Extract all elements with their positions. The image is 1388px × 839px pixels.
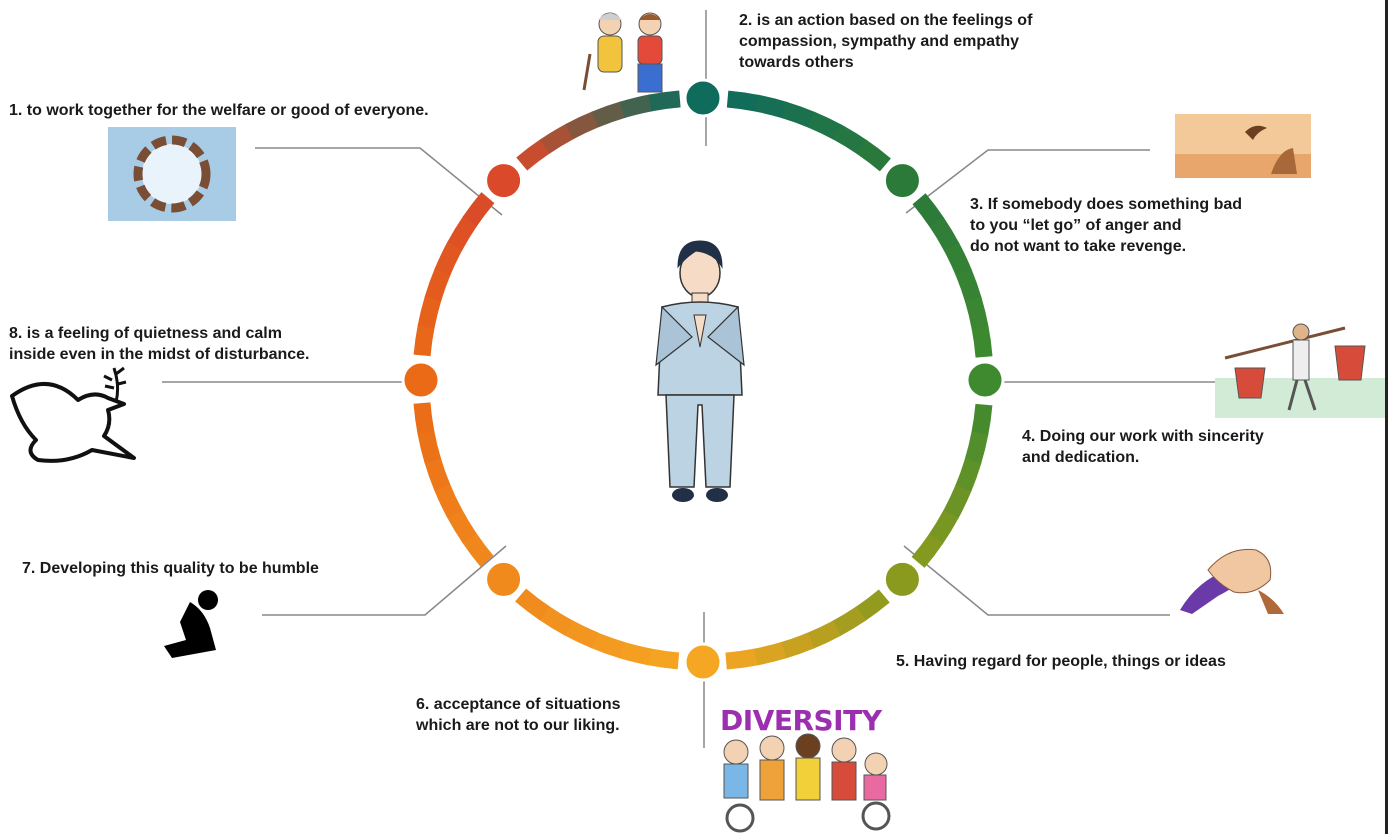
ring-arc-5 [831, 606, 867, 637]
ring-dots [401, 78, 1005, 682]
connector-3 [905, 149, 1150, 214]
ring-arc-6 [590, 632, 625, 659]
ring-dot-6 [683, 642, 723, 682]
ring-arc-3 [912, 193, 945, 228]
ring-arc-3 [955, 268, 982, 304]
ring-arc-6 [538, 605, 574, 636]
ring-arc-3 [943, 242, 972, 277]
ring-arc-2 [726, 90, 760, 112]
ring-arc-8 [434, 240, 463, 276]
ring-arc-1 [619, 94, 654, 119]
ring-arc-6 [563, 620, 599, 649]
ring-arc-7 [446, 508, 477, 544]
label-4: 4. Doing our work with sincerity and ded… [1022, 428, 1264, 466]
ring-arcs [413, 90, 993, 670]
ring-arc-7 [461, 532, 494, 567]
helping-elderly-icon [582, 12, 663, 93]
ring-arc-1 [516, 138, 551, 171]
ring-arc-1 [591, 101, 627, 128]
label-2: 2. is an action based on the feelings of… [739, 12, 1033, 71]
diversity-heading: DIVERSITY [720, 704, 882, 737]
ring-arc-4 [928, 509, 959, 545]
ring-dot-3 [882, 161, 922, 201]
ring-arc-1 [539, 123, 575, 154]
ring-dot-5 [882, 559, 922, 599]
ring-arc-4 [943, 484, 972, 520]
ring-arc-2 [754, 94, 788, 119]
ring-arc-5 [752, 641, 787, 666]
ring-arc-1 [648, 90, 681, 112]
ring-arc-6 [618, 641, 652, 666]
ring-arc-6 [646, 648, 680, 670]
ring-arc-4 [955, 458, 982, 493]
ring-arc-7 [434, 483, 463, 518]
label-1: 1. to work together for the welfare or g… [9, 102, 429, 119]
ring-dot-2 [683, 78, 723, 118]
label-5: 5. Having regard for people, things or i… [896, 653, 1226, 670]
ring-dot-7 [484, 559, 524, 599]
ring-arc-3 [964, 296, 989, 331]
diversity-group-icon [723, 733, 891, 833]
person-greeting-icon [655, 240, 745, 502]
hands-circle-icon [108, 127, 236, 221]
farmer-carrying-icon [1215, 323, 1385, 418]
frame-edge [1385, 0, 1388, 834]
handshake-icon [1178, 540, 1286, 614]
ring-arc-5 [806, 620, 841, 649]
ring-arc-2 [832, 124, 868, 155]
bird-release-icon [1175, 114, 1311, 178]
ring-arc-4 [964, 431, 989, 465]
label-8: 8. is a feeling of quietness and calm in… [9, 325, 310, 363]
peace-dove-icon [10, 366, 136, 463]
connector-1 [255, 147, 503, 216]
ring-arc-2 [856, 139, 891, 172]
ring-arc-5 [855, 589, 890, 622]
ring-arc-8 [413, 323, 435, 357]
ring-arc-8 [424, 267, 451, 302]
ring-dot-4 [965, 360, 1005, 400]
connector-5 [903, 545, 1170, 616]
connector-7 [262, 545, 507, 616]
label-6: 6. acceptance of situations which are no… [416, 696, 621, 734]
ring-arc-5 [725, 648, 758, 670]
ring-arc-3 [971, 325, 993, 358]
ring-arc-5 [779, 632, 815, 659]
ring-arc-2 [807, 111, 843, 140]
ring-arc-4 [971, 403, 993, 437]
label-7: 7. Developing this quality to be humble [22, 560, 319, 577]
ring-arc-6 [515, 588, 550, 621]
ring-arc-2 [781, 101, 816, 128]
ring-arc-4 [911, 533, 944, 568]
ring-arc-3 [929, 216, 960, 252]
ring-arc-1 [565, 111, 600, 140]
ring-arc-8 [417, 295, 442, 329]
ring-arc-8 [462, 192, 495, 227]
ring-dot-8 [401, 360, 441, 400]
ring-arc-7 [417, 429, 442, 464]
kneeling-person-icon [164, 590, 218, 658]
ring-dot-1 [484, 161, 524, 201]
ring-arc-7 [413, 402, 435, 435]
label-3: 3. If somebody does something bad to you… [970, 196, 1243, 255]
ring-arc-8 [447, 215, 478, 251]
ring-arc-7 [424, 456, 451, 492]
